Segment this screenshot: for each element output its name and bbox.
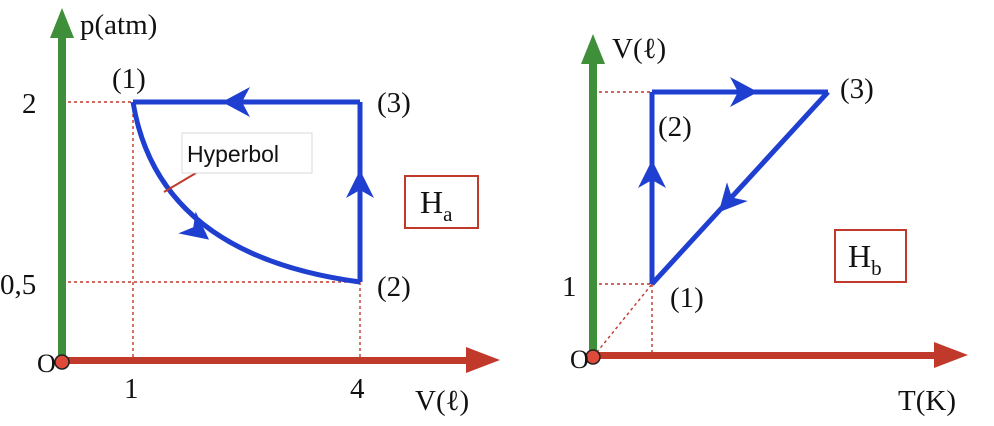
- hyperbol-label-box: [181, 132, 313, 174]
- right-origin-dot: [585, 349, 601, 365]
- left-x-tick-4: 4: [350, 373, 365, 405]
- right-origin-label: O: [570, 345, 589, 374]
- left-x-axis: [62, 347, 500, 373]
- right-x-axis-label: T(K): [898, 385, 956, 417]
- left-origin-dot: [54, 354, 70, 370]
- left-y-axis: [50, 8, 74, 362]
- left-arrow-1-to-2: [178, 211, 210, 240]
- left-arrow-2-to-3: [346, 170, 374, 198]
- right-arrow-3-to-1: [718, 182, 748, 213]
- ha-box: [404, 175, 479, 229]
- hb-box-label: Hb: [848, 238, 882, 280]
- left-y-tick-05: 0,5: [0, 269, 36, 301]
- right-x-axis: [593, 342, 968, 368]
- right-arrow-1-to-2: [638, 160, 666, 188]
- left-cycle: [130, 99, 363, 285]
- right-arrow-2-to-3: [730, 77, 758, 107]
- right-y-tick-1: 1: [562, 271, 577, 303]
- left-guide-lines: [62, 101, 361, 362]
- hyperbol-pointer: [163, 172, 197, 193]
- left-y-axis-label: p(atm): [80, 9, 157, 41]
- left-x-axis-label: V(ℓ): [415, 385, 469, 417]
- right-diagram: V(ℓ) T(K) O 1 (1) (2) (3) Hb: [562, 33, 968, 417]
- right-y-axis-label: V(ℓ): [612, 33, 666, 65]
- right-guide-lines: [592, 91, 653, 358]
- left-arrow-3-to-1: [222, 87, 250, 117]
- right-state-3: (3): [840, 73, 874, 105]
- left-state-1: (1): [112, 63, 146, 95]
- right-y-axis: [581, 34, 605, 358]
- left-state-2: (2): [377, 271, 411, 303]
- right-state-1: (1): [670, 282, 704, 314]
- left-diagram: Hyperbol p(atm) V(ℓ) O 2 0,5 1 4 (1) (2)…: [0, 8, 500, 417]
- hb-box: [834, 229, 907, 283]
- right-state-2: (2): [658, 111, 692, 143]
- hyperbol-label: Hyperbol: [187, 141, 279, 167]
- left-origin-label: O: [37, 349, 56, 378]
- left-y-tick-2: 2: [22, 88, 37, 120]
- left-x-tick-1: 1: [124, 373, 139, 405]
- ha-box-label: Ha: [420, 184, 453, 226]
- left-state-3: (3): [377, 87, 411, 119]
